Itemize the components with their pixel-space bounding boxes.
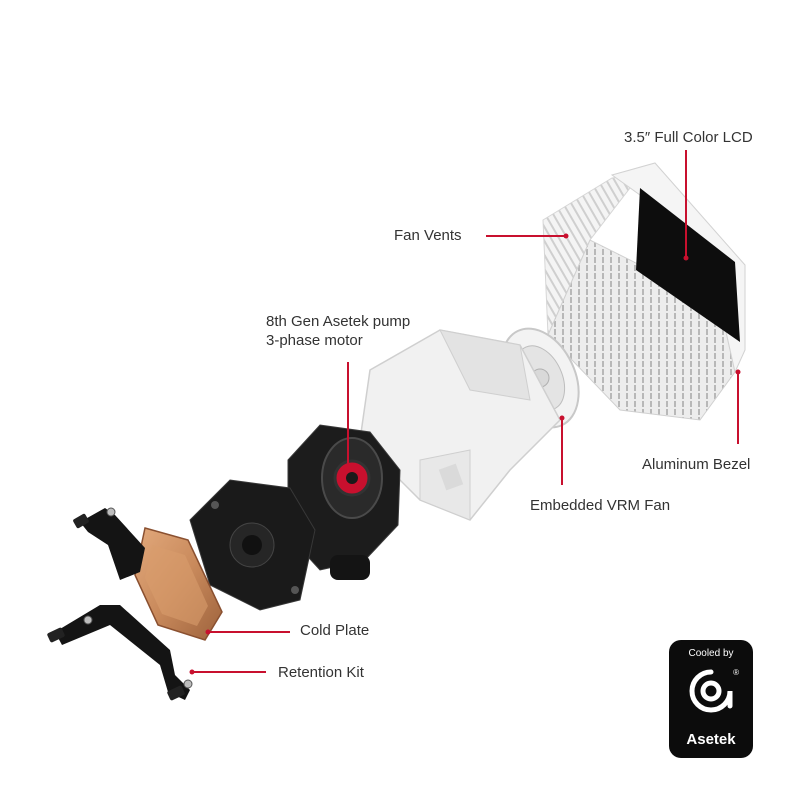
leader-retention-dot (189, 669, 195, 675)
lcd-screen (636, 188, 740, 342)
badge-top-text: Cooled by (688, 648, 734, 659)
cooled-by-asetek-badge: Cooled by ® Asetek (669, 640, 753, 758)
badge-brand: Asetek (686, 731, 736, 748)
asetek-logo-icon (689, 669, 733, 713)
label-retention: Retention Kit (278, 664, 364, 681)
label-pump-line2: 3-phase motor (266, 332, 363, 349)
badge-registered-mark: ® (733, 668, 739, 677)
leader-bezel-dot (735, 369, 741, 375)
retention-bracket-upper (73, 507, 145, 580)
retention-bracket-lower (47, 605, 193, 701)
leader-cold-plate-dot (205, 629, 211, 635)
label-cold-plate: Cold Plate (300, 622, 370, 639)
label-vrm-fan: Embedded VRM Fan (530, 497, 671, 514)
lcd-head-unit (542, 162, 746, 421)
label-lcd: 3.5″ Full Color LCD (624, 129, 753, 146)
leader-vrm-fan-dot (559, 415, 565, 421)
leader-lcd-dot (683, 255, 689, 261)
leader-fan-vents-dot (563, 233, 569, 239)
pump-housing (359, 329, 561, 521)
label-fan-vents: Fan Vents (394, 227, 462, 244)
pump-motor (287, 424, 401, 580)
leader-pump-dot (345, 463, 351, 469)
label-bezel: Aluminum Bezel (642, 456, 751, 473)
pump-base (189, 479, 316, 611)
fan-vents-panel (542, 174, 642, 336)
label-pump-line1: 8th Gen Asetek pump (266, 313, 411, 330)
leader-lines (189, 150, 741, 675)
label-pump: 8th Gen Asetek pump 3-phase motor (266, 312, 410, 350)
cold-plate (134, 527, 223, 641)
